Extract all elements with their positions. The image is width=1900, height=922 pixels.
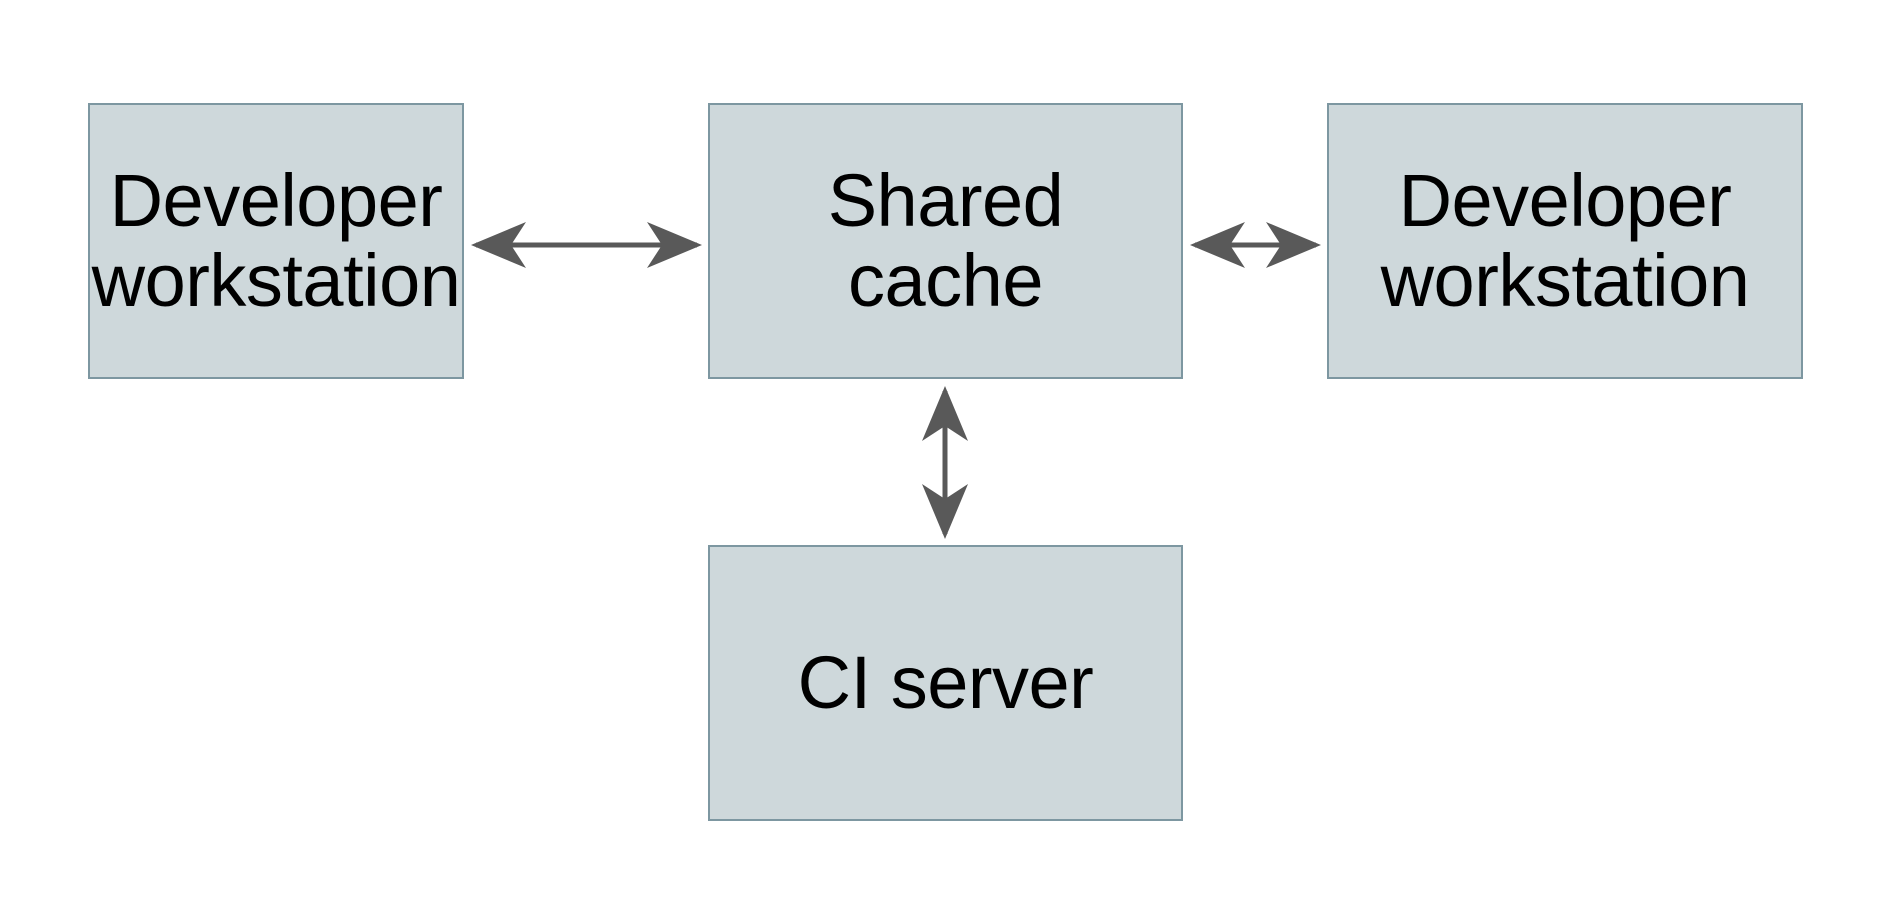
node-label: Developer workstation: [91, 159, 461, 322]
node-label: CI server: [797, 641, 1094, 725]
node-ci-server[interactable]: CI server: [708, 545, 1183, 821]
node-label: Shared cache: [827, 159, 1064, 322]
node-developer-workstation-left[interactable]: Developer workstation: [88, 103, 464, 379]
node-shared-cache[interactable]: Shared cache: [708, 103, 1183, 379]
node-developer-workstation-right[interactable]: Developer workstation: [1327, 103, 1803, 379]
node-label: Developer workstation: [1380, 159, 1750, 322]
